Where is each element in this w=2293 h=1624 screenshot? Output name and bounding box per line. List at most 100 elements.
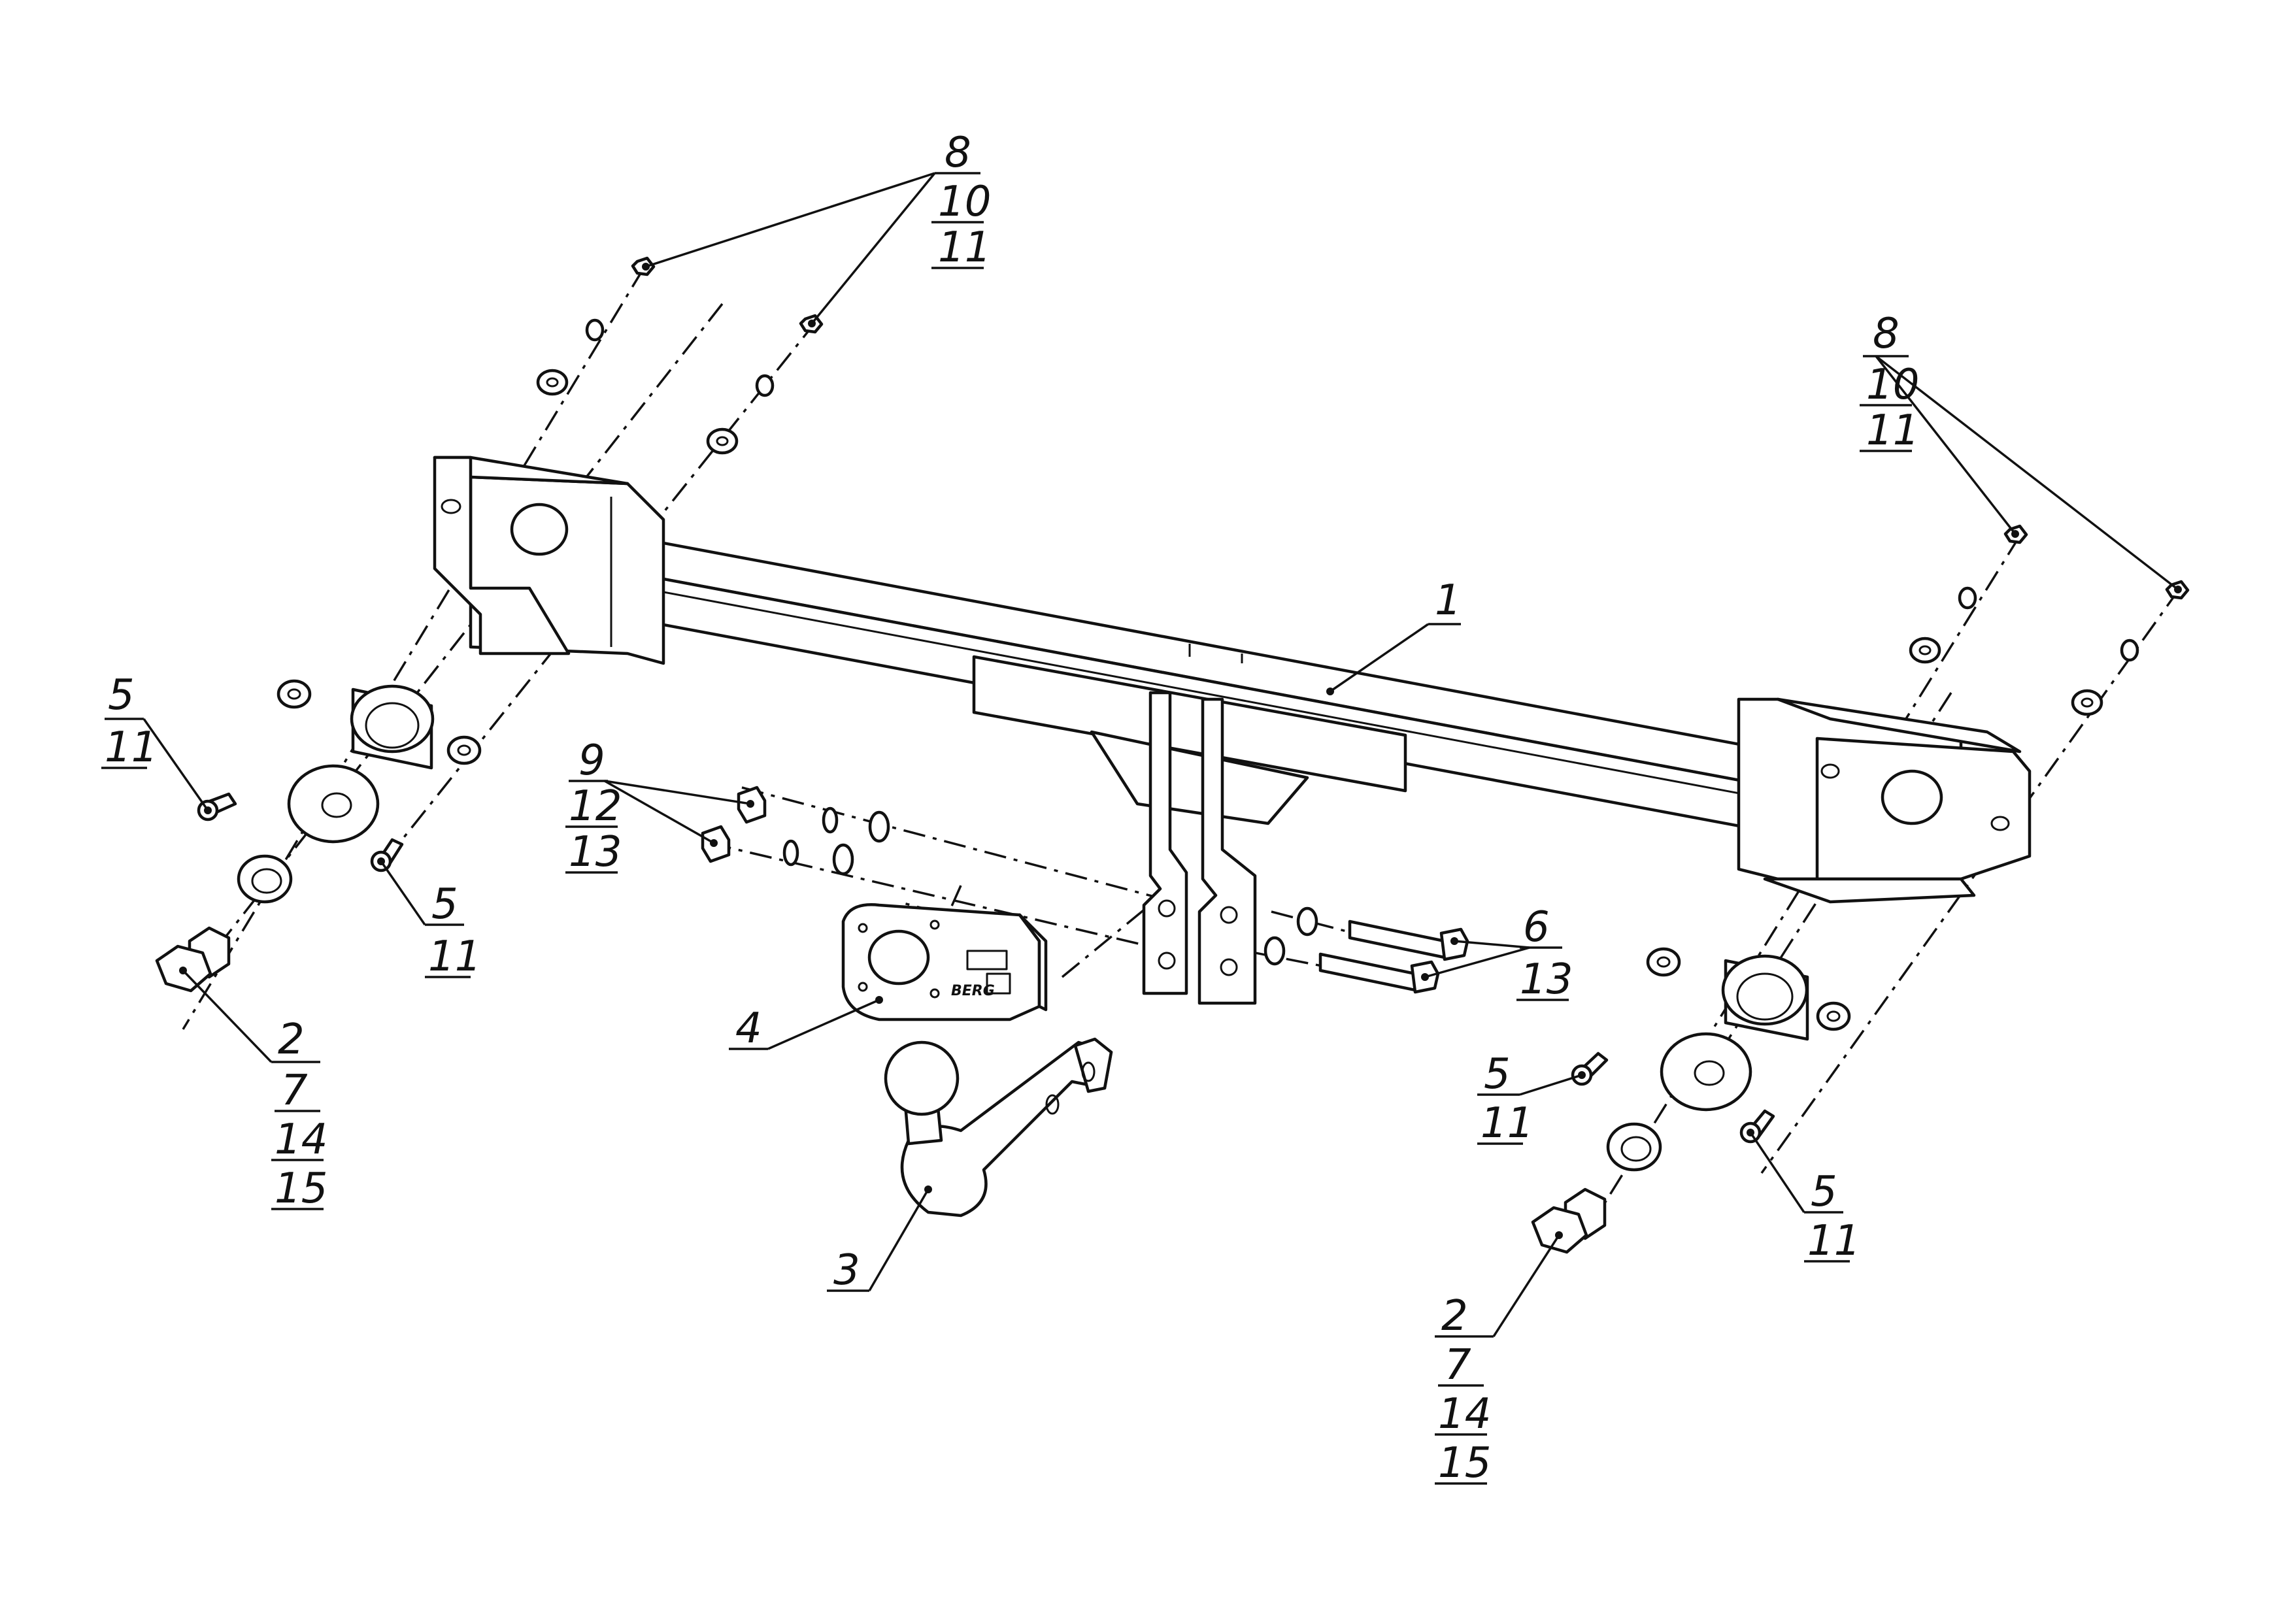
callout-socket-plate-1: 4: [735, 1004, 762, 1053]
callout-left-lower-bolt-1: 5: [431, 880, 458, 929]
left-lockwasher-2: [755, 374, 775, 397]
callout-right-lower-bolt-2: 11: [1807, 1217, 1860, 1265]
center-bolt-1-shank: [1348, 920, 1447, 959]
callout-right-small-bolt: 5 11: [1477, 1050, 1533, 1148]
left-big-washer: [287, 764, 380, 844]
left-bracket-large-hole: [510, 503, 569, 556]
left-top-fasteners: [536, 256, 824, 455]
callout-left-lower-bolt: 5 11: [425, 880, 481, 981]
socket-plate-label-box-2: [986, 972, 1011, 995]
left-lockwasher-1: [585, 318, 605, 342]
left-washer-1-hole: [546, 377, 559, 388]
right-bracket-large-hole: [1881, 769, 1943, 825]
callout-right-big-bolt: 2 7 14 15: [1435, 1292, 1494, 1487]
leader-right-small-bolt: [1519, 1074, 1582, 1096]
bracket-hole-3: [1220, 906, 1238, 924]
tow-ball-pin-hole-2: [1081, 1061, 1096, 1082]
callout-left-top-nuts-3: 11: [938, 224, 991, 272]
leader-left-top-2: [811, 172, 936, 325]
leader-left-top-1: [645, 172, 935, 268]
callout-left-big-bolt-4: 15: [275, 1165, 327, 1213]
center-bolt-washer-2: [1264, 936, 1286, 966]
right-big-washer-hole: [1694, 1060, 1725, 1086]
left-split-ring: [237, 854, 293, 904]
callout-left-small-bolt-2: 11: [105, 723, 158, 772]
callout-tow-ball: 3: [827, 1246, 869, 1295]
left-lower-fasteners: [155, 679, 482, 993]
left-washer-4: [446, 735, 482, 765]
callout-right-big-bolt-4: 15: [1438, 1439, 1491, 1487]
center-washer-1: [868, 810, 890, 843]
callout-left-small-bolt: 5 11: [101, 671, 158, 772]
right-washer-3: [1646, 947, 1681, 977]
leader-square-nut-2: [604, 780, 714, 844]
left-bracket-plate: [433, 456, 571, 655]
socket-plate-rivet-3: [929, 920, 940, 930]
axis-center-1: [741, 786, 1187, 906]
callout-beam: 1: [1428, 576, 1462, 625]
callout-left-big-bolt: 2 7 14 15: [271, 1016, 327, 1213]
axis-right-1: [1594, 535, 2021, 1219]
leader-lines: [142, 172, 2182, 1337]
right-washer-1: [1909, 637, 1941, 664]
left-big-washer-hole: [321, 792, 352, 818]
left-washer-4-hole: [457, 744, 471, 756]
axis-right-2: [1760, 587, 2181, 1174]
tow-ball-pin-hole-1: [1045, 1094, 1060, 1115]
right-washer-3-hole: [1656, 956, 1671, 968]
right-big-washer: [1660, 1032, 1752, 1112]
leader-right-top-1: [1875, 355, 2017, 535]
axis-socket-2: [1061, 901, 1155, 978]
callout-square-nuts-3: 13: [569, 828, 622, 876]
callout-right-lower-bolt-1: 5: [1811, 1168, 1837, 1216]
socket-plate-rivet-4: [929, 988, 940, 999]
center-bracket-left: [1142, 691, 1188, 995]
left-washer-3-hole: [287, 688, 301, 700]
callout-right-small-bolt-2: 11: [1481, 1099, 1533, 1148]
beam-center-plate: [972, 655, 1407, 793]
callout-right-top-nuts-2: 10: [1866, 361, 1919, 409]
socket-plate-side: [1018, 913, 1048, 1012]
bracket-hole-2: [1158, 952, 1176, 970]
callout-right-top-nuts-3: 11: [1866, 406, 1919, 455]
callout-left-big-bolt-2: 7: [281, 1067, 308, 1115]
center-washer-2: [832, 843, 854, 876]
socket-plate-rivet-1: [858, 923, 868, 933]
right-big-bolt-part: [1531, 1187, 1607, 1254]
callout-right-top-nuts: 8 10 11: [1860, 310, 1919, 455]
center-lockwasher-1: [822, 806, 839, 834]
axis-right-3: [1685, 692, 1952, 1105]
callout-square-nuts: 9 12 13: [565, 737, 622, 876]
right-washer-2-hole: [2081, 697, 2094, 708]
right-lower-fasteners: [1531, 947, 1851, 1254]
callout-beam-1: 1: [1435, 576, 1462, 625]
callout-right-big-bolt-2: 7: [1445, 1341, 1471, 1389]
right-small-bolt-part: [1571, 1052, 1609, 1086]
callout-right-big-bolt-1: 2: [1441, 1292, 1468, 1340]
callout-left-big-bolt-1: 2: [278, 1016, 305, 1064]
callout-tow-ball-1: 3: [833, 1246, 860, 1295]
callout-right-big-bolt-3: 14: [1438, 1390, 1491, 1438]
left-spacer-top: [350, 684, 435, 754]
center-bolts-group: [1264, 906, 1469, 994]
callout-left-top-nuts: 8 10 11: [931, 129, 991, 272]
beam-gusset: [1090, 730, 1309, 825]
right-washer-4-hole: [1826, 1010, 1841, 1022]
bracket-hole-1: [1158, 899, 1176, 918]
left-lower-bolt-part: [370, 838, 404, 872]
left-washer-3: [276, 679, 312, 709]
callout-left-lower-bolt-2: 11: [428, 933, 481, 981]
callout-right-small-bolt-1: 5: [1484, 1050, 1511, 1099]
right-bracket-top: [1776, 697, 2022, 754]
right-top-fasteners: [1909, 524, 2190, 716]
leader-tow-ball: [868, 1189, 929, 1291]
leader-square-nut-1: [604, 780, 751, 805]
tow-ball-neck: [900, 1040, 1113, 1218]
callout-right-top-nuts-1: 8: [1873, 310, 1900, 358]
right-spacer-bore: [1736, 972, 1794, 1021]
right-spacer-top: [1721, 954, 1809, 1026]
callout-left-small-bolt-1: 5: [108, 671, 135, 720]
tow-ball-part: [884, 1037, 1113, 1218]
right-washer-2: [2071, 689, 2103, 716]
